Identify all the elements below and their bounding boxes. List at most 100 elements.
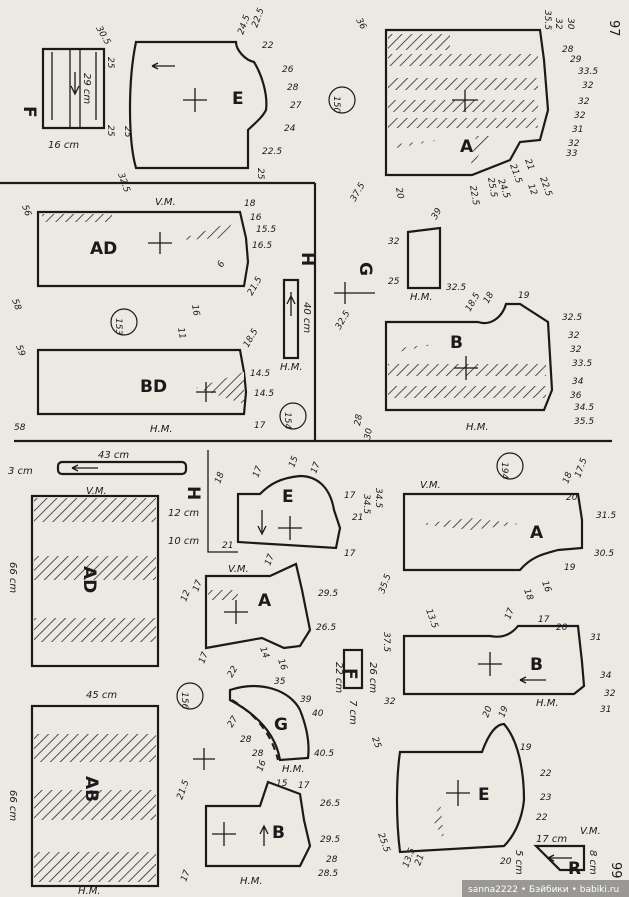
tie-H-154: H 40 cm H.M. [280, 252, 317, 373]
svg-text:V.M.: V.M. [86, 486, 107, 497]
svg-text:40: 40 [312, 709, 324, 719]
svg-text:59: 59 [13, 344, 26, 358]
svg-text:H.M.: H.M. [282, 764, 305, 775]
svg-text:25.5: 25.5 [485, 177, 498, 199]
svg-text:AB: AB [81, 776, 101, 802]
svg-text:56: 56 [19, 204, 32, 218]
svg-text:39: 39 [430, 206, 445, 221]
svg-text:35.5: 35.5 [542, 10, 552, 30]
svg-text:14: 14 [257, 646, 270, 660]
piece-BD-154: BD H.M. 59 18.5 14.5 14.5 17 58 154 [13, 327, 307, 435]
svg-text:28: 28 [353, 413, 365, 426]
svg-text:16 cm: 16 cm [48, 140, 79, 151]
svg-text:32: 32 [384, 697, 396, 707]
svg-text:21: 21 [522, 158, 535, 172]
svg-text:28: 28 [562, 45, 574, 55]
piece-F-156: F 22 cm 26 cm 7 cm [333, 648, 378, 725]
svg-text:H.M.: H.M. [466, 422, 489, 433]
svg-text:32.5: 32.5 [446, 283, 466, 293]
piece-B-194: B H.M. 37.5 13.5 17 17 20 31 34 32 31 32 [381, 607, 616, 715]
svg-text:20: 20 [500, 857, 512, 867]
piece-AB-156: AB H.M. 66 cm [7, 704, 160, 897]
svg-text:27: 27 [226, 714, 241, 729]
svg-text:154: 154 [282, 412, 292, 429]
svg-text:32: 32 [574, 111, 586, 121]
svg-text:32: 32 [388, 237, 400, 247]
svg-text:31: 31 [590, 633, 601, 643]
piece-G-156: G H.M. 22 35 39 40 27 28 28 40.5 156 [176, 664, 334, 775]
svg-text:H.M.: H.M. [280, 362, 303, 373]
svg-text:20: 20 [566, 493, 578, 503]
piece-AD-156: AD V.M. 66 cm 45 cm [7, 486, 160, 701]
svg-text:22: 22 [262, 41, 274, 51]
svg-text:23: 23 [540, 793, 552, 803]
svg-text:15: 15 [276, 779, 288, 789]
piece-R-194: R 17 cm V.M. 8 cm 5 cm [513, 826, 601, 879]
svg-text:32: 32 [553, 18, 563, 30]
svg-text:12 cm: 12 cm [168, 508, 199, 519]
svg-text:E: E [478, 785, 490, 805]
piece-A-150: A 150 35.5 32 30 28 29 33.5 32 32 32 31 … [328, 10, 598, 207]
svg-text:66 cm: 66 cm [7, 562, 18, 593]
svg-text:29.5: 29.5 [320, 835, 340, 845]
svg-text:25: 25 [105, 57, 115, 69]
svg-text:25: 25 [105, 125, 115, 137]
svg-text:34: 34 [572, 377, 584, 387]
svg-text:27: 27 [290, 101, 302, 111]
svg-text:37.5: 37.5 [381, 632, 391, 652]
diagram-number-circle [279, 402, 307, 430]
page-number-top: 97 [606, 20, 621, 37]
svg-text:30.5: 30.5 [93, 25, 112, 48]
svg-text:V.M.: V.M. [155, 197, 176, 208]
svg-text:AD: AD [79, 566, 99, 593]
svg-text:17: 17 [309, 461, 322, 475]
svg-text:35.5: 35.5 [574, 417, 594, 427]
svg-text:B: B [530, 655, 543, 675]
svg-text:H.M.: H.M. [410, 292, 433, 303]
svg-text:22.5: 22.5 [262, 147, 282, 157]
svg-text:17: 17 [179, 869, 192, 883]
svg-text:34.5: 34.5 [373, 488, 383, 508]
svg-text:21: 21 [222, 541, 233, 551]
svg-text:17: 17 [344, 549, 356, 559]
svg-text:22.5: 22.5 [537, 176, 553, 199]
svg-text:33: 33 [566, 149, 578, 159]
svg-text:14.5: 14.5 [254, 389, 274, 399]
svg-text:21.5: 21.5 [246, 275, 265, 298]
svg-text:32: 32 [568, 331, 580, 341]
svg-text:19: 19 [497, 705, 510, 719]
svg-text:G: G [355, 262, 375, 276]
piece-B-156: B H.M. 16 15 17 26.5 29.5 28 28.5 21.5 1… [175, 759, 340, 887]
piece-A-156: A V.M. 17 12 17 29.5 26.5 16 14 17 [179, 553, 338, 672]
piece-G-153: G 39 32 25 32.5 H.M. [334, 206, 466, 304]
svg-text:32.5: 32.5 [562, 313, 582, 323]
svg-text:29.5: 29.5 [318, 589, 338, 599]
svg-text:19: 19 [520, 743, 532, 753]
svg-text:28: 28 [252, 749, 264, 759]
svg-text:13.5: 13.5 [423, 608, 439, 631]
svg-text:29: 29 [570, 55, 582, 65]
svg-text:26.5: 26.5 [320, 799, 340, 809]
svg-text:35.5: 35.5 [377, 573, 393, 596]
svg-text:17: 17 [344, 491, 356, 501]
svg-text:36: 36 [570, 391, 582, 401]
svg-text:21.5: 21.5 [507, 163, 523, 186]
svg-text:32: 32 [578, 97, 590, 107]
svg-text:34: 34 [600, 671, 612, 681]
svg-text:19: 19 [564, 563, 576, 573]
svg-text:17: 17 [263, 553, 276, 567]
svg-text:150: 150 [331, 96, 341, 113]
svg-text:6: 6 [216, 259, 228, 269]
piece-E-156: E 12 cm 10 cm 18 17 15 17 17 34.5 21 17 … [168, 450, 371, 559]
svg-text:22.5: 22.5 [467, 185, 480, 207]
svg-text:B: B [272, 823, 285, 843]
svg-text:H.M.: H.M. [536, 698, 559, 709]
svg-text:10 cm: 10 cm [168, 536, 199, 547]
svg-text:34.5: 34.5 [574, 403, 594, 413]
svg-text:34.5: 34.5 [361, 494, 371, 514]
svg-text:V.M.: V.M. [420, 480, 441, 491]
svg-text:16: 16 [255, 759, 268, 773]
diagram-number-circle [176, 682, 204, 710]
svg-text:H.M.: H.M. [78, 886, 101, 897]
